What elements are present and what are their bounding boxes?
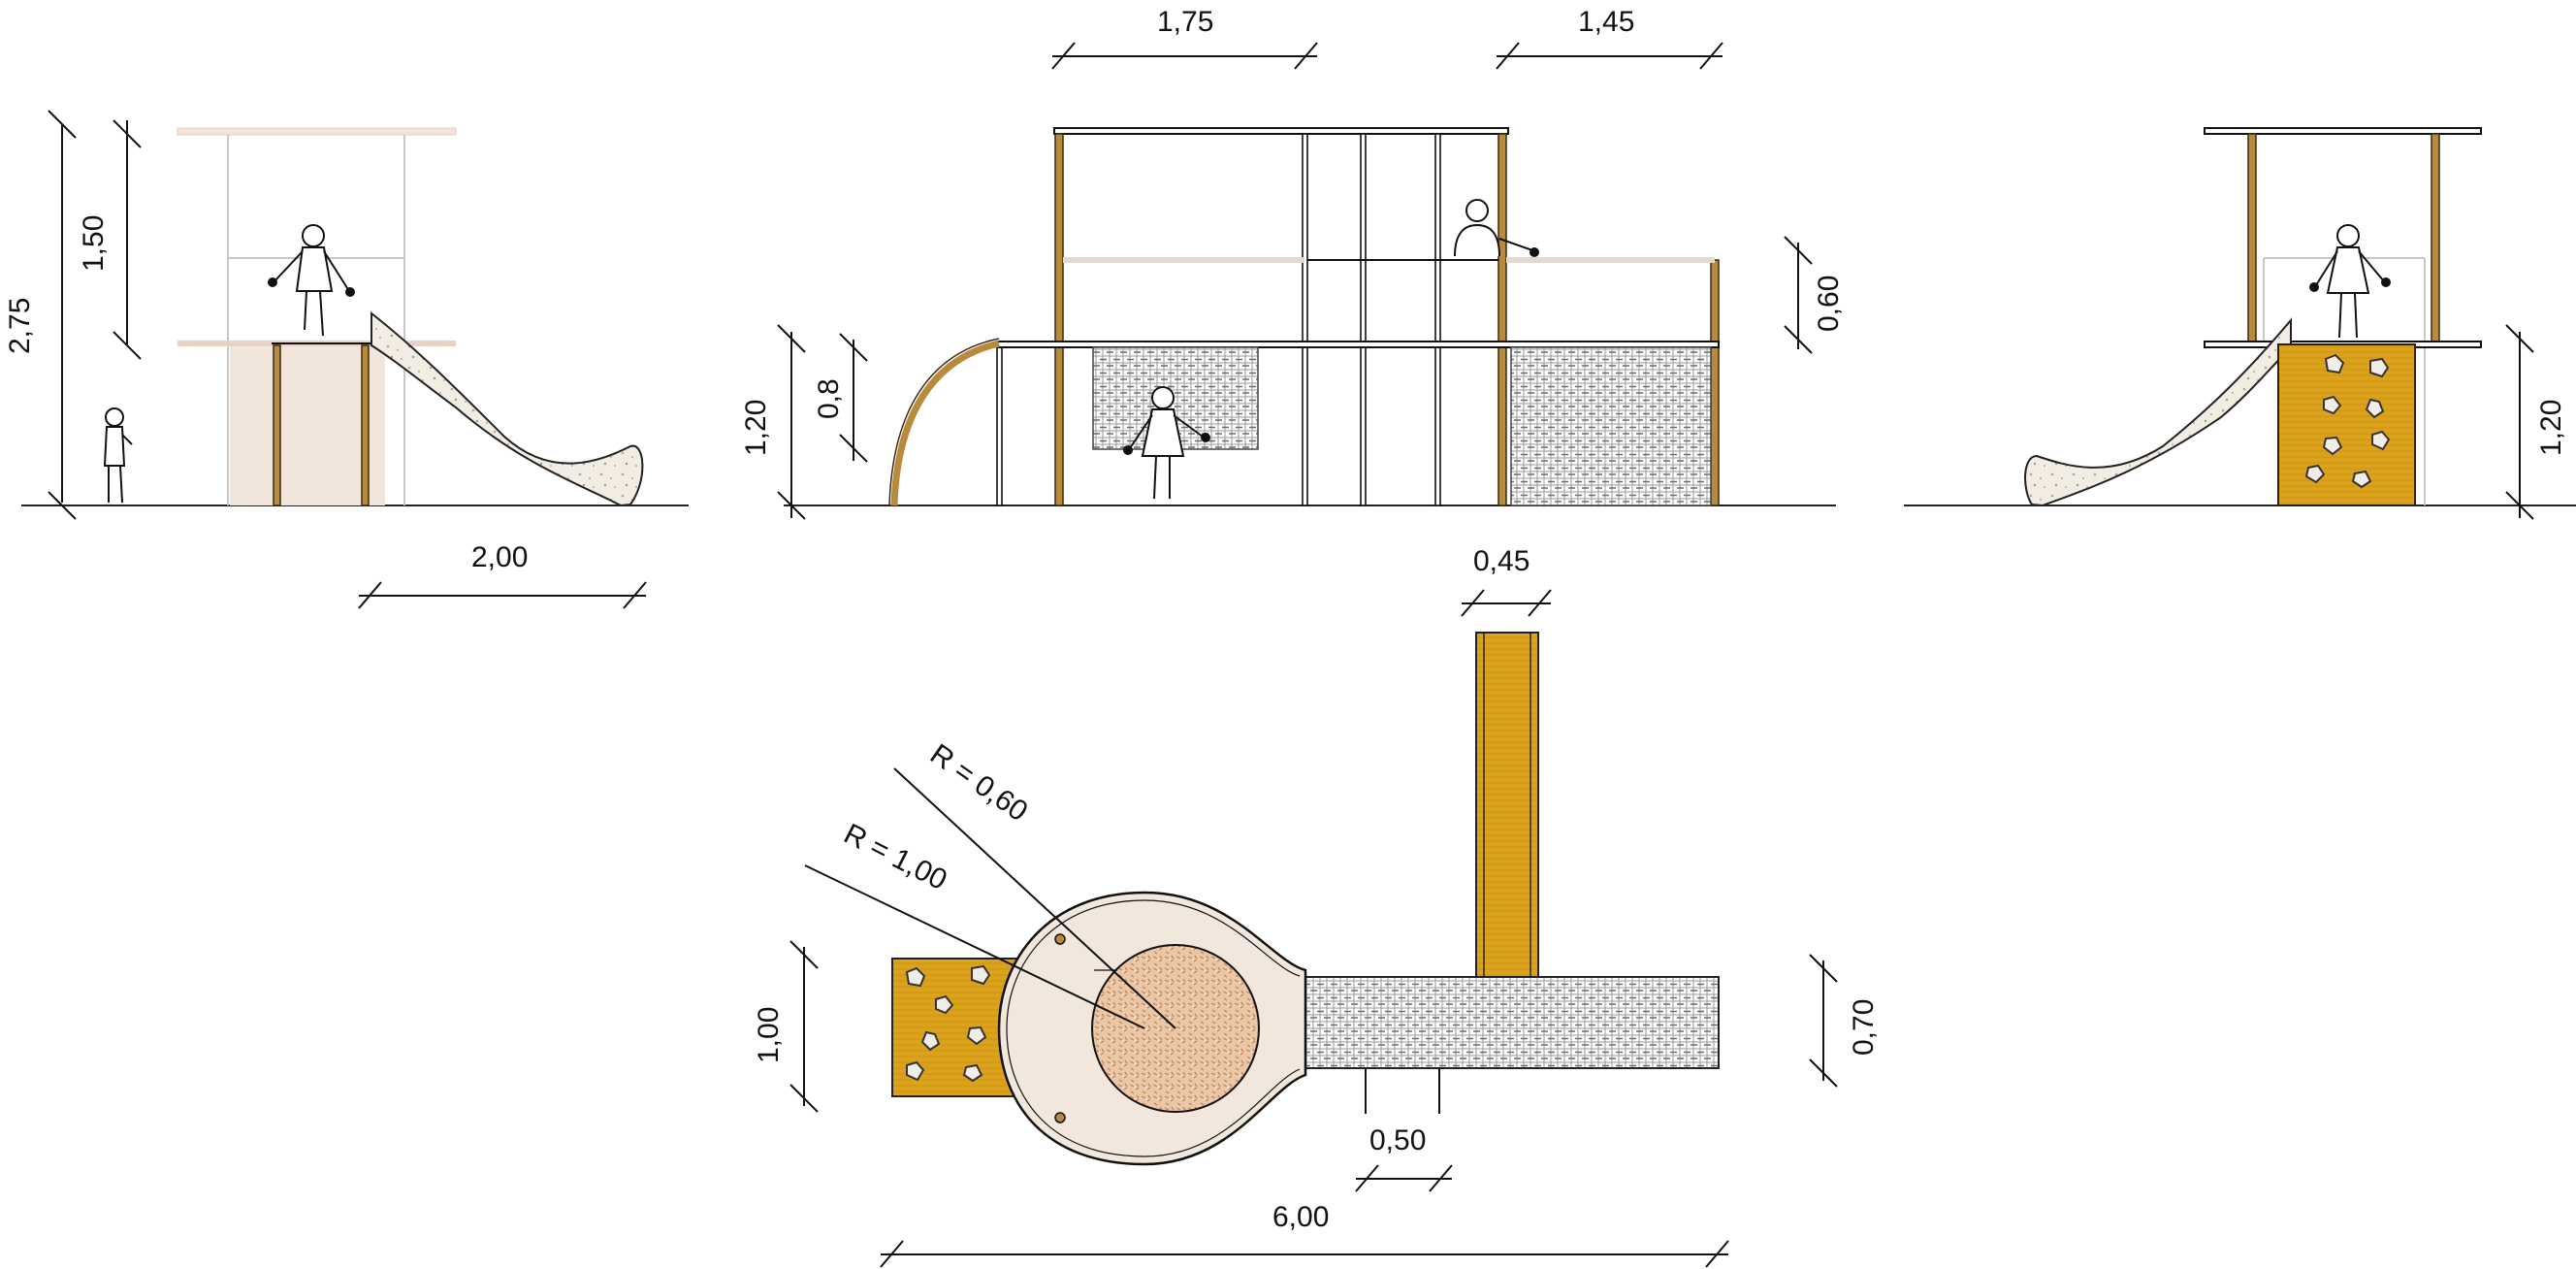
dimension-panel-height: 1,00 xyxy=(753,940,819,1113)
post xyxy=(2247,133,2257,343)
post-thin xyxy=(1302,133,1308,506)
platform xyxy=(996,341,1720,348)
post xyxy=(1497,133,1507,506)
climbing-holds xyxy=(905,964,991,1083)
child-figure xyxy=(1454,199,1539,257)
front-elevation: 1,75 1,45 1,20 0,8 0,60 xyxy=(740,6,1845,520)
dimension-platform-height: 1,20 xyxy=(740,324,806,520)
radius-leader-inner xyxy=(893,767,1176,1029)
post-thin xyxy=(1434,133,1441,506)
side-elevation-right: 1,20 xyxy=(1904,127,2576,520)
post xyxy=(1710,259,1720,506)
bridge-net xyxy=(1299,976,1720,1069)
dimension-label: 0,70 xyxy=(1848,999,1880,1056)
dimension-arch-height: 0,8 xyxy=(813,333,868,463)
roof-beam xyxy=(2204,127,2482,135)
dimension-width-right: 1,45 xyxy=(1496,6,1723,70)
dimension-platform-height: 1,20 xyxy=(2505,324,2567,520)
dimension-total-height: 2,75 xyxy=(4,110,77,520)
arch-outline xyxy=(888,338,1000,506)
dimension-label: 6,00 xyxy=(1272,1201,1329,1233)
dimension-label: 1,20 xyxy=(740,400,772,456)
climbing-holds xyxy=(2304,353,2391,489)
post-thin xyxy=(996,342,1003,506)
dimension-label: 2,00 xyxy=(471,541,528,573)
platform-side-fill xyxy=(230,346,385,505)
dimension-upper-height: 1,50 xyxy=(78,119,142,360)
dimension-label: 0,60 xyxy=(1813,276,1845,332)
slide xyxy=(2024,317,2292,507)
dimension-slide-length: 2,00 xyxy=(358,541,647,609)
post xyxy=(361,344,370,506)
radius-label-outer: R = 1,00 xyxy=(839,818,952,896)
radius-leader-outer xyxy=(804,864,1145,1029)
radius-label-inner: R = 0,60 xyxy=(924,738,1034,829)
dimension-label: 2,75 xyxy=(4,298,36,354)
post-footing xyxy=(1054,933,1066,945)
dimension-stair-width: 0,50 xyxy=(1355,1124,1453,1192)
dimension-bridge-width: 0,70 xyxy=(1809,954,1880,1088)
post xyxy=(273,344,281,506)
dimension-rail-height: 0,60 xyxy=(1784,236,1845,354)
platform-plan-inner xyxy=(1006,899,1301,1157)
post xyxy=(1054,133,1064,506)
dimension-total-length: 6,00 xyxy=(880,1201,1729,1268)
dimension-label: 1,45 xyxy=(1578,6,1634,38)
dimension-label: 0,50 xyxy=(1369,1124,1426,1156)
child-figure-small xyxy=(103,407,133,504)
dimension-label: 1,50 xyxy=(78,215,110,272)
climbing-wall xyxy=(2277,343,2416,506)
dimension-label: 1,75 xyxy=(1157,6,1213,38)
dimension-label: 0,45 xyxy=(1473,545,1530,577)
beam-plan xyxy=(1475,632,1539,983)
slide xyxy=(370,310,644,507)
post xyxy=(2431,133,2440,343)
dimension-label: 1,20 xyxy=(2535,400,2567,456)
climbing-net xyxy=(1510,346,1712,506)
post-footing xyxy=(1054,1112,1066,1123)
child-figure xyxy=(268,224,355,337)
child-figure xyxy=(2309,224,2391,339)
plan-view: R = 0,60 R = 1,00 0,45 1,00 0,70 0,50 xyxy=(753,545,1880,1268)
roof-beam xyxy=(177,127,457,136)
dimension-label: 0,8 xyxy=(813,378,845,419)
dimension-beam-width: 0,45 xyxy=(1461,545,1552,617)
arch xyxy=(890,340,1000,506)
post-thin xyxy=(1360,133,1367,506)
roof-beam xyxy=(1053,127,1509,135)
dimension-label: 1,00 xyxy=(753,1007,785,1063)
child-figure xyxy=(1123,386,1210,500)
side-elevation-left: 2,75 1,50 2,00 xyxy=(4,110,689,609)
dimension-width-left: 1,75 xyxy=(1051,6,1318,70)
